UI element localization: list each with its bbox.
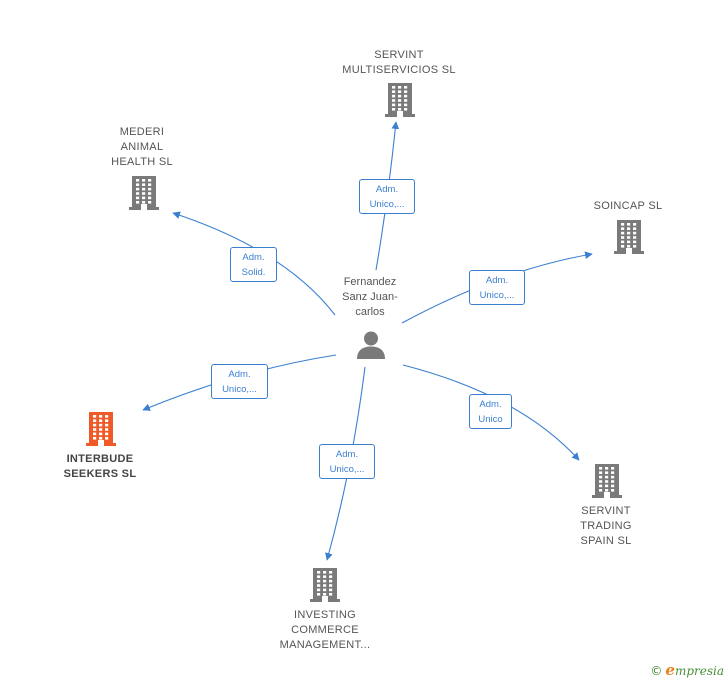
node-label-servint-trading-spain[interactable]: SERVINT TRADING SPAIN SL xyxy=(556,504,656,549)
node-label-line: ANIMAL xyxy=(120,141,164,153)
node-label-interbude-seekers[interactable]: INTERBUDE SEEKERS SL xyxy=(50,452,150,482)
building-icon[interactable] xyxy=(385,83,415,122)
node-label-mederi-animal-health[interactable]: MEDERI ANIMAL HEALTH SL xyxy=(92,125,192,170)
empresia-watermark: ©empresia xyxy=(650,661,724,679)
brand-initial: e xyxy=(665,661,675,679)
center-name-line: carlos xyxy=(355,306,385,318)
node-label-line: SOINCAP SL xyxy=(593,200,663,212)
node-label-line: SERVINT xyxy=(581,505,631,517)
edge-label-line: Solid. xyxy=(241,267,266,278)
edge-label-line: Adm. xyxy=(242,252,265,263)
node-label-line: SERVINT xyxy=(374,49,424,61)
node-label-investing-commerce[interactable]: INVESTING COMMERCE MANAGEMENT... xyxy=(260,608,390,653)
building-icon[interactable] xyxy=(86,412,116,451)
edge-label-line: Adm. xyxy=(375,184,399,195)
edge-label-mederi-animal-health[interactable]: Adm. Solid. xyxy=(230,247,277,282)
node-label-line: TRADING xyxy=(580,520,632,532)
copyright-symbol: © xyxy=(650,664,663,678)
center-name-line: Sanz Juan- xyxy=(342,291,398,303)
edge-label-soincap[interactable]: Adm. Unico,... xyxy=(469,270,525,305)
edge-label-interbude-seekers[interactable]: Adm. Unico,... xyxy=(211,364,268,399)
building-icon[interactable] xyxy=(614,220,644,259)
building-icon[interactable] xyxy=(592,464,622,503)
edge-label-line: Adm. xyxy=(228,369,251,380)
center-name-line: Fernandez xyxy=(343,276,397,288)
node-label-soincap[interactable]: SOINCAP SL xyxy=(578,199,678,214)
node-label-line: INTERBUDE xyxy=(66,453,134,465)
building-icon[interactable] xyxy=(310,568,340,607)
node-label-line: HEALTH SL xyxy=(111,156,173,168)
center-person-label[interactable]: Fernandez Sanz Juan- carlos xyxy=(320,275,420,320)
node-label-line: COMMERCE xyxy=(291,624,359,636)
node-label-line: INVESTING xyxy=(294,609,356,621)
node-label-line: MULTISERVICIOS SL xyxy=(342,64,456,76)
edge-label-servint-multiservicios[interactable]: Adm. Unico,... xyxy=(359,179,415,214)
node-label-line: SPAIN SL xyxy=(580,535,632,547)
edge-label-servint-trading-spain[interactable]: Adm. Unico xyxy=(469,394,512,429)
edge-label-line: Unico,... xyxy=(222,384,257,395)
edge-label-investing-commerce[interactable]: Adm. Unico,... xyxy=(319,444,375,479)
node-label-line: SEEKERS SL xyxy=(63,468,137,480)
brand-name: mpresia xyxy=(674,664,724,678)
edge-label-line: Unico,... xyxy=(329,464,365,475)
edge-label-line: Adm. xyxy=(335,449,359,460)
edge-label-line: Adm. xyxy=(485,275,509,286)
edge-label-line: Unico xyxy=(478,414,503,425)
edge-label-line: Unico,... xyxy=(479,290,515,301)
edge-label-line: Unico,... xyxy=(369,199,405,210)
edge-label-line: Adm. xyxy=(479,399,502,410)
node-label-line: MANAGEMENT... xyxy=(279,639,371,651)
node-label-line: MEDERI xyxy=(119,126,165,138)
building-icon[interactable] xyxy=(129,176,159,215)
person-icon[interactable] xyxy=(356,330,386,365)
node-label-servint-multiservicios[interactable]: SERVINT MULTISERVICIOS SL xyxy=(320,48,478,78)
